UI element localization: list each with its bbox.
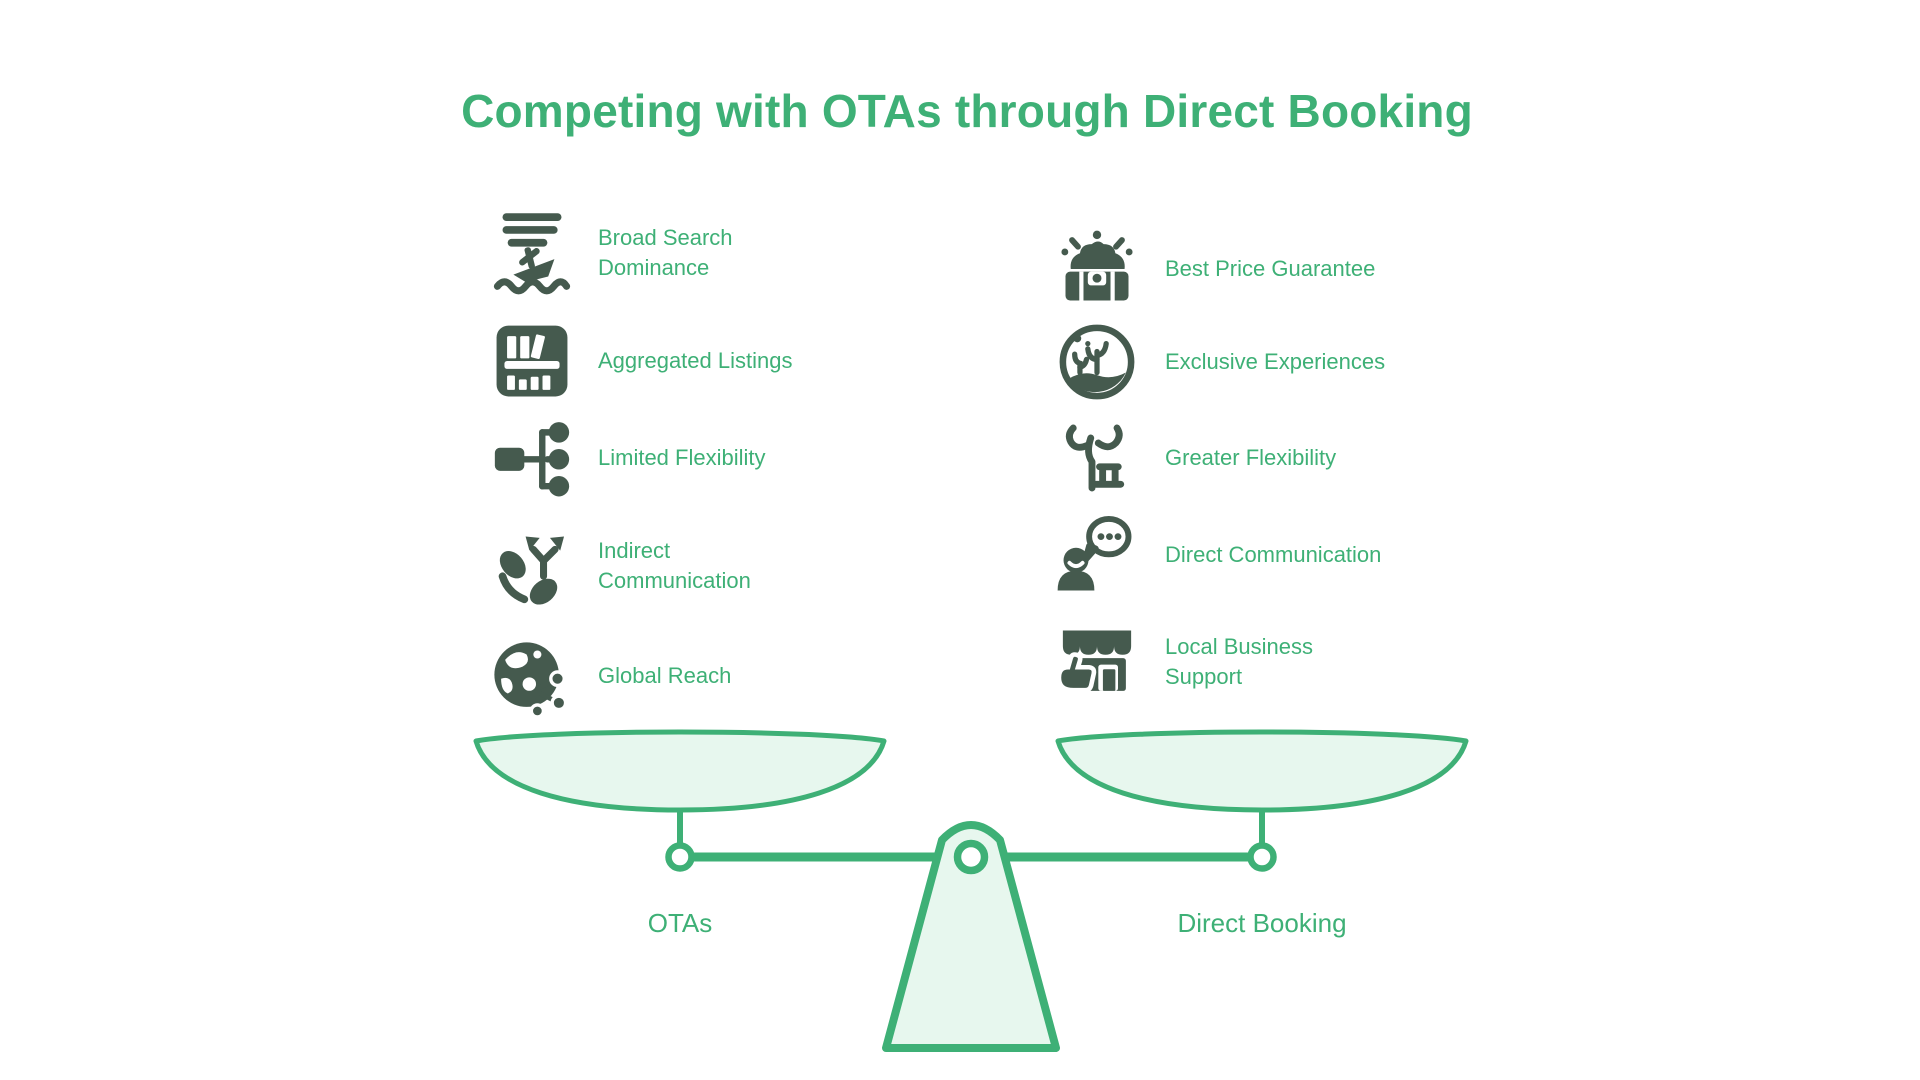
item-label: Best Price Guarantee (1165, 256, 1376, 281)
list-item: Best Price Guarantee (1051, 225, 1375, 313)
direct-booking-scale-label: Direct Booking (1177, 908, 1347, 938)
globe-network-icon (486, 632, 578, 720)
list-item: Exclusive Experiences (1051, 318, 1385, 406)
scale-fulcrum (882, 821, 1060, 1052)
pivot-hole (953, 839, 989, 875)
list-item: Direct Communication (1051, 511, 1381, 599)
list-item: Limited Flexibility (486, 414, 766, 502)
item-label: Greater Flexibility (1165, 445, 1337, 470)
ota-scale-label: OTAs (647, 908, 713, 938)
list-item: Greater Flexibility (1051, 414, 1336, 502)
list-item: Local Business Support (1051, 618, 1313, 706)
coral-reef-circle-icon (1051, 318, 1143, 406)
item-label: Exclusive Experiences (1165, 349, 1386, 374)
person-chat-bubble-icon (1051, 511, 1143, 599)
beam-right-joint (1247, 842, 1277, 872)
stretching-branches-icon (1051, 414, 1143, 502)
item-label: Broad Search Dominance (598, 225, 733, 280)
list-item: Indirect Communication (486, 522, 751, 610)
beam-left-joint (665, 842, 695, 872)
item-label: Direct Communication (1165, 542, 1382, 567)
bookshelf-icon (486, 317, 578, 405)
list-item: Aggregated Listings (486, 317, 792, 405)
balance-scale (473, 729, 1469, 1052)
sinking-ship-icon (486, 209, 578, 297)
item-label: Aggregated Listings (598, 348, 793, 373)
storefront-thumbs-up-icon (1051, 618, 1143, 706)
item-label: Limited Flexibility (598, 445, 766, 470)
treasure-chest-icon (1051, 225, 1143, 313)
ota-pan (473, 729, 887, 813)
page-title: Competing with OTAs through Direct Booki… (461, 85, 1473, 137)
phone-forward-arrows-icon (486, 522, 578, 610)
list-item: Broad Search Dominance (486, 209, 733, 297)
list-item: Global Reach (486, 632, 731, 720)
item-label: Global Reach (598, 663, 732, 688)
flowchart-icon (486, 414, 578, 502)
item-label: Indirect Communication (598, 538, 751, 593)
direct-booking-pan (1055, 729, 1469, 813)
item-label: Local Business Support (1165, 634, 1313, 689)
